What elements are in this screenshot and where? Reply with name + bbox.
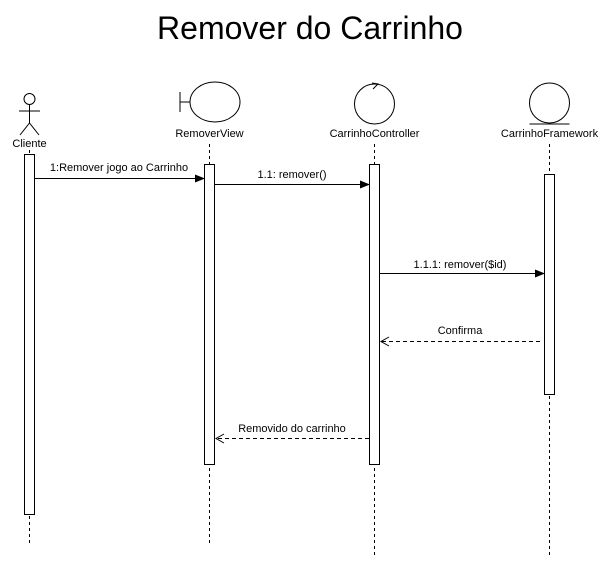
participant-label-controller: CarrinhoController: [329, 128, 420, 140]
boundary-icon: [179, 81, 241, 123]
participant-label-cliente: Cliente: [12, 138, 47, 150]
entity-icon: [529, 82, 570, 125]
diagram-title: Remover do Carrinho: [157, 10, 463, 46]
return-arrowhead-4: [379, 336, 390, 347]
control-icon: [354, 82, 395, 125]
actor-icon: [19, 93, 40, 136]
message-label-3: 1.1.1: remover($id): [413, 259, 507, 271]
return-arrowhead-5: [214, 433, 225, 444]
participant-label-framework: CarrinhoFramework: [500, 128, 599, 140]
participant-label-view: RemoverView: [175, 128, 244, 140]
message-label-2: 1.1: remover(): [257, 169, 327, 181]
activation-framework: [544, 174, 555, 395]
activation-cliente: [24, 154, 35, 515]
activation-view: [204, 164, 215, 465]
message-label-5: Removido do carrinho: [238, 423, 346, 435]
message-label-4: Confirma: [437, 325, 483, 337]
activation-controller: [369, 164, 380, 465]
message-label-1: 1:Remover jogo ao Carrinho: [49, 162, 189, 174]
